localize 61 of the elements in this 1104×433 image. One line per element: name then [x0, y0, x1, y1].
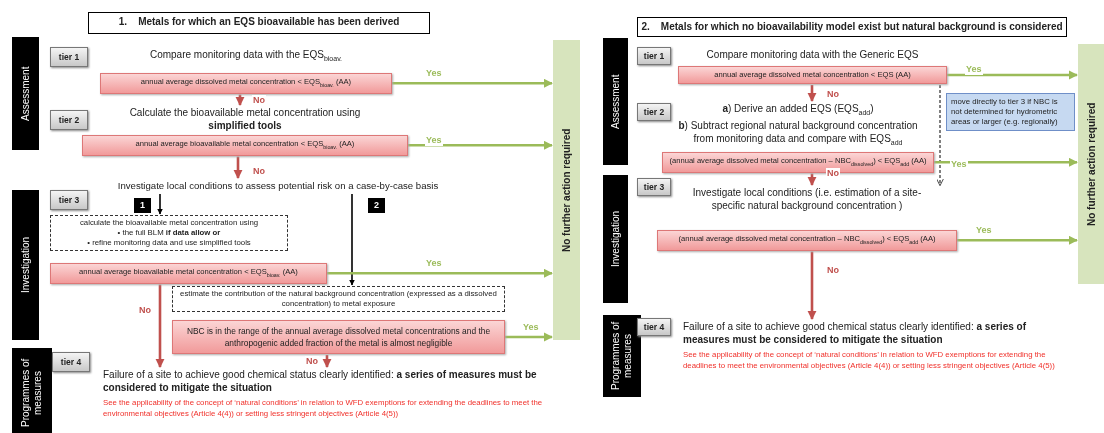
tier-button: tier 3 — [50, 190, 88, 210]
edge-label: Yes — [425, 258, 443, 269]
arrow — [807, 85, 817, 102]
edge-label: No — [252, 95, 266, 106]
edge-label: No — [138, 305, 152, 316]
arrow — [807, 173, 817, 186]
edge-label: 1 — [134, 198, 151, 213]
arrow — [505, 332, 553, 342]
step-heading: Compare monitoring data with the EQS$_{bioav.}$ — [149, 48, 343, 64]
step-heading: b) Subtract regional natural background concentration from monitoring data and compare with EQS$_{add}$ — [678, 119, 918, 148]
edge-label: Yes — [425, 135, 443, 146]
tier-button: tier 4 — [637, 318, 671, 336]
edge-label: No — [305, 356, 319, 367]
section-band: Investigation — [603, 175, 628, 303]
condition-box: NBC is in the range of the annual average dissolved metal concentrations and the anthropogenic added fraction of the metal is almost negligible — [172, 320, 505, 354]
arrow — [233, 156, 243, 179]
note-box — [50, 215, 288, 251]
outcome-bar: No further action required — [553, 40, 580, 340]
arrow — [155, 284, 165, 368]
tier-button: tier 2 — [50, 110, 88, 130]
section-band: Programmes of measures — [603, 315, 641, 397]
outcome-text: Failure of a site to achieve good chemical status clearly identified: a series of measures must be considered to mitigate the situation — [103, 368, 538, 394]
arrow — [392, 78, 553, 88]
section-title: 2. Metals for which no bioavailability model exist but natural background is considered — [637, 17, 1067, 37]
arrow — [807, 251, 817, 320]
arrow — [934, 157, 1078, 167]
section-band: Assessment — [603, 38, 628, 165]
step-heading: a) Derive an added EQS (EQS$_{add}$) — [722, 102, 874, 118]
arrow — [349, 193, 355, 286]
arrow — [235, 94, 245, 106]
edge-label: Yes — [425, 68, 443, 79]
tier-button: tier 3 — [637, 178, 671, 196]
arrow — [957, 235, 1078, 245]
edge-label: Yes — [965, 64, 983, 75]
section-band: Investigation — [12, 190, 39, 340]
edge-label: Yes — [975, 225, 993, 236]
section-band: Programmes of measures — [12, 348, 52, 433]
outcome-text: Failure of a site to achieve good chemical status clearly identified: a series of measures must be considered to mitigate the situation — [683, 320, 1027, 346]
arrow — [322, 355, 332, 368]
tier-button: tier 2 — [637, 103, 671, 121]
edge-label: Yes — [950, 159, 968, 170]
arrow — [157, 193, 163, 215]
edge-label: No — [826, 89, 840, 100]
outcome-bar: No further action required — [1078, 44, 1104, 284]
edge-label: No — [252, 166, 266, 177]
step-heading: Calculate the bioavailable metal concentration using simplified tools — [128, 106, 362, 132]
arrow — [947, 70, 1078, 80]
step-text: Investigate local conditions to assess potential risk on a case-by-case basis — [92, 179, 464, 193]
section-band: Assessment — [12, 37, 39, 150]
section-title: 1. Metals for which an EQS bioavailable has been derived — [88, 12, 430, 34]
step-heading: Compare monitoring data with the Generic EQS — [706, 48, 919, 61]
tier-button: tier 4 — [52, 352, 90, 372]
step-heading: Investigate local conditions (i.e. estimation of a site-specific natural background concentration ) — [691, 186, 923, 212]
edge-label: No — [826, 265, 840, 276]
edge-label: No — [826, 168, 840, 179]
arrow — [408, 140, 553, 150]
tier-button: tier 1 — [637, 47, 671, 65]
tier-button: tier 1 — [50, 47, 88, 67]
arrow — [327, 268, 553, 278]
edge-label: 2 — [368, 198, 385, 213]
edge-label: Yes — [522, 322, 540, 333]
